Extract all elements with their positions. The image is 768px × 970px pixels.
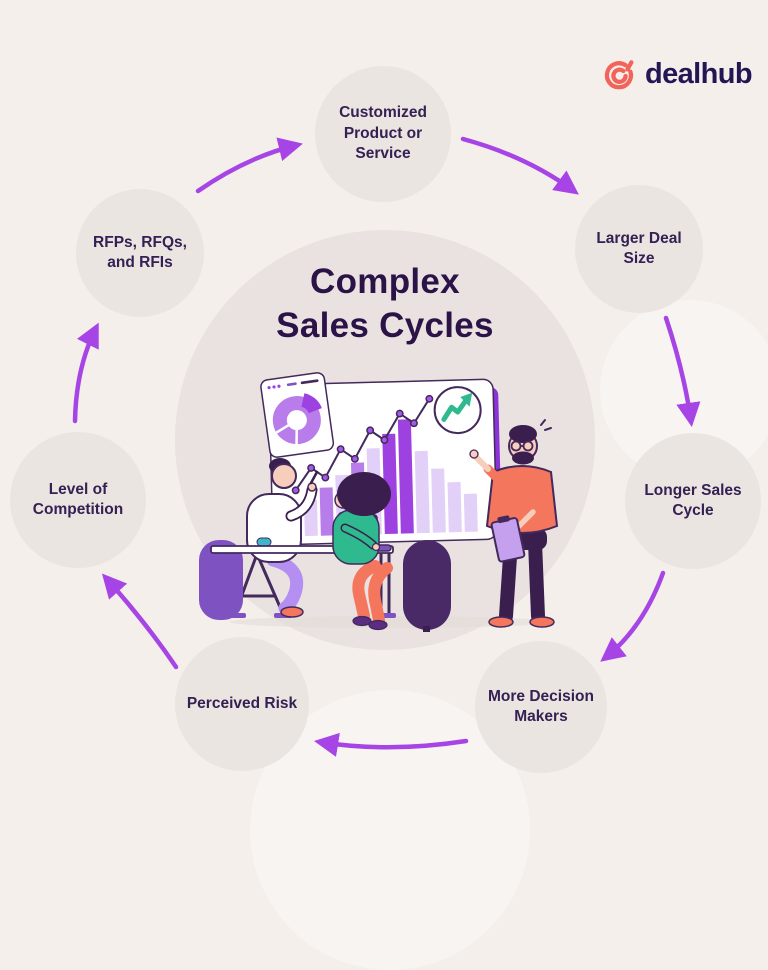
arrow-perceived-risk-to-level-of-competition bbox=[101, 573, 179, 670]
infographic-canvas: dealhub Complex Sales Cycles bbox=[10, 54, 761, 773]
node-label: Perceived Risk bbox=[186, 694, 298, 712]
brand-wordmark: dealhub bbox=[645, 57, 753, 90]
dealhub-spiral-d-icon bbox=[604, 60, 634, 90]
node-label: Longer Sales Cycle bbox=[644, 481, 742, 519]
node-larger-deal-size: Larger Deal Size bbox=[575, 185, 703, 313]
arrow-rfps-to-customized bbox=[195, 137, 303, 194]
node-label: Level of Competition bbox=[32, 480, 124, 518]
node-level-of-competition: Level of Competition bbox=[10, 432, 146, 568]
diagram-title: Complex Sales Cycles bbox=[276, 262, 494, 346]
dealhub-logo: dealhub bbox=[601, 54, 753, 94]
node-label: Customized Product or Service bbox=[339, 104, 427, 163]
node-longer-sales-cycle: Longer Sales Cycle bbox=[625, 433, 761, 569]
arrow-level-of-competition-to-rfps bbox=[72, 322, 99, 424]
node-label: RFPs, RFQs, and RFIs bbox=[93, 233, 187, 271]
arrow-customized-to-larger-deal bbox=[460, 136, 579, 195]
node-customized-product-or-service: Customized Product or Service bbox=[315, 66, 451, 202]
node-label: More Decision Makers bbox=[488, 687, 594, 725]
arrow-longer-sales-to-more-decision bbox=[600, 570, 666, 662]
sneaker bbox=[529, 616, 555, 628]
node-rfps-rfqs-rfis: RFPs, RFQs, and RFIs bbox=[76, 189, 204, 317]
node-perceived-risk: Perceived Risk bbox=[175, 637, 309, 771]
node-label: Larger Deal Size bbox=[596, 229, 682, 267]
node-more-decision-makers: More Decision Makers bbox=[475, 641, 607, 773]
